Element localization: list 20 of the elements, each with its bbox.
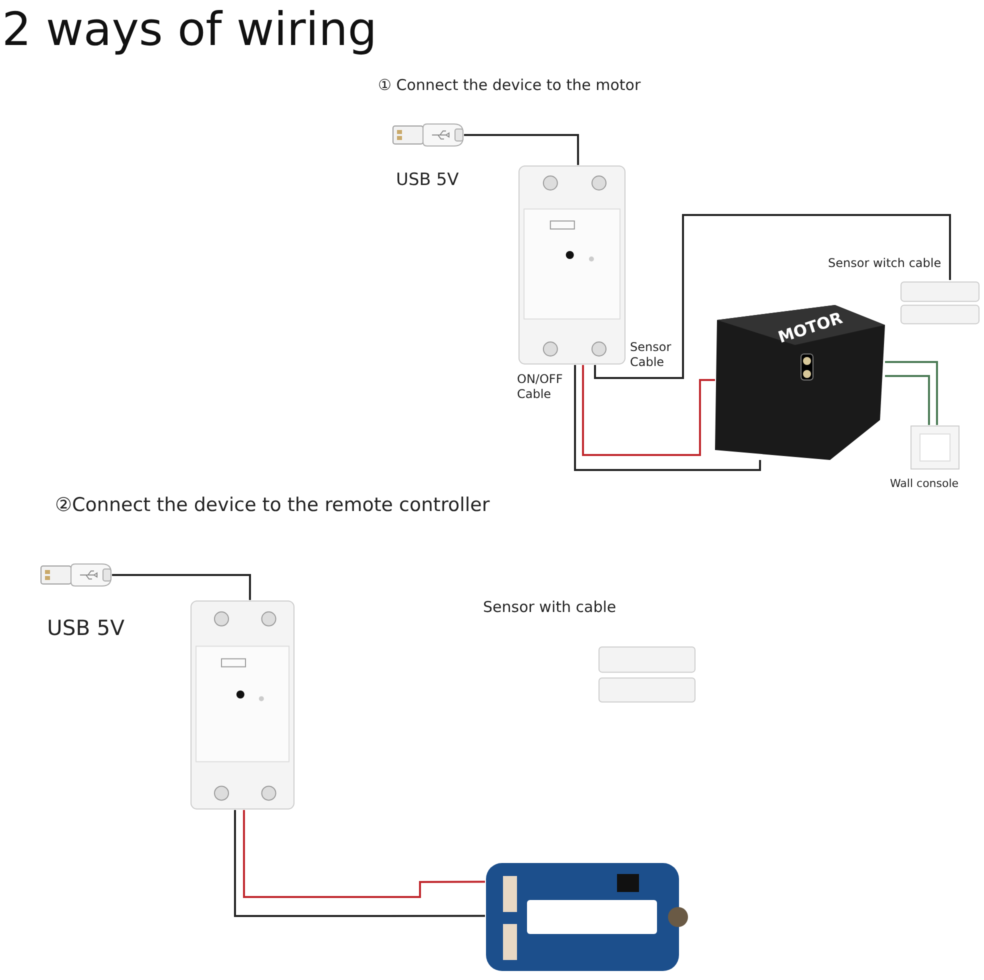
wire (464, 134, 580, 165)
section-heading: ① Connect the device to the motor (378, 76, 641, 94)
part-label: Sensor witch cable (828, 256, 942, 270)
smart-switch-drawing (518, 165, 626, 365)
wire (234, 810, 485, 917)
part-label: USB 5V (396, 170, 459, 190)
wire (574, 365, 762, 471)
smart-switch-drawing (190, 600, 295, 810)
wire (582, 365, 715, 456)
circuit-board-drawing (485, 862, 690, 972)
wire (112, 574, 251, 600)
wire (885, 361, 938, 425)
wire (594, 214, 951, 379)
wire (885, 375, 930, 425)
part-label: Wall console (890, 477, 959, 490)
part-label: USB 5V (47, 616, 125, 640)
part-label: Sensor with cable (483, 598, 616, 616)
section-heading: ②Connect the device to the remote controller (55, 494, 490, 516)
wire (242, 810, 485, 898)
title: 2 ways of wiring (2, 1, 377, 58)
